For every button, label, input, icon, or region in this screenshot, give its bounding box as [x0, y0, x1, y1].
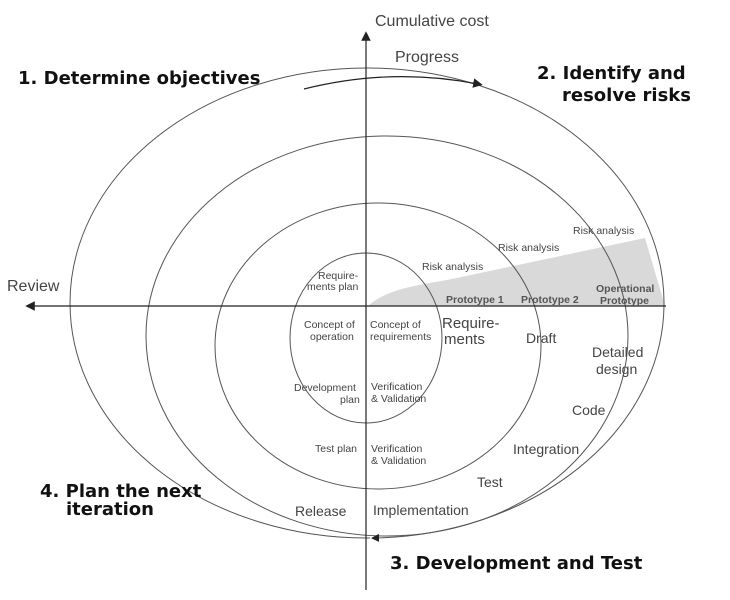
- verification-validation-2-line1: Verification: [371, 443, 423, 455]
- spiral-ring-4: [69, 67, 665, 542]
- quadrant-2-title-line2: resolve risks: [562, 85, 691, 106]
- concept-of-requirements-label-line1: Concept of: [370, 319, 421, 331]
- development-plan-label-line2: plan: [340, 394, 360, 406]
- review-label: Review: [7, 278, 60, 295]
- risk-analysis-label-3: Risk analysis: [573, 225, 634, 237]
- detailed-design-label-line2: design: [596, 361, 637, 377]
- cumulative-cost-label: Cumulative cost: [375, 13, 489, 30]
- requirements-label-line2: ments: [444, 331, 485, 348]
- integration-label: Integration: [513, 441, 579, 457]
- test-plan-label: Test plan: [315, 443, 357, 455]
- quadrant-3-title: 3. Development and Test: [390, 553, 643, 574]
- concept-of-operation-label-line2: operation: [310, 331, 354, 343]
- requirements-plan-label-line1: Require-: [318, 270, 359, 282]
- risk-analysis-label-2: Risk analysis: [498, 242, 559, 254]
- detailed-design-label-line1: Detailed: [592, 344, 643, 360]
- progress-arrow: [303, 75, 483, 90]
- progress-label: Progress: [395, 49, 459, 66]
- prototype-1-label: Prototype 1: [446, 294, 504, 306]
- risk-analysis-shaded-wedge: [368, 238, 665, 306]
- verification-validation-1-line2: & Validation: [371, 393, 426, 405]
- draft-label: Draft: [526, 330, 556, 346]
- concept-of-operation-label-line1: Concept of: [304, 319, 355, 331]
- spiral-ring-3: [145, 135, 629, 537]
- release-label: Release: [295, 503, 347, 519]
- verification-validation-1-line1: Verification: [371, 381, 423, 393]
- implementation-label: Implementation: [373, 502, 469, 518]
- quadrant-1-title: 1. Determine objectives: [18, 68, 260, 89]
- code-label: Code: [572, 402, 606, 418]
- quadrant-4-title-line2: iteration: [66, 499, 154, 520]
- operational-prototype-label-line2: Prototype: [600, 295, 649, 307]
- requirements-plan-label-line2: ments plan: [307, 281, 359, 293]
- test-label: Test: [477, 474, 503, 490]
- development-plan-label-line1: Development: [294, 382, 356, 394]
- prototype-2-label: Prototype 2: [521, 294, 579, 306]
- requirements-label-line1: Require-: [442, 315, 500, 332]
- verification-validation-2-line2: & Validation: [371, 455, 426, 467]
- operational-prototype-label-line1: Operational: [596, 283, 654, 295]
- quadrant-2-title-line1: 2. Identify and: [537, 63, 686, 84]
- risk-analysis-label-1: Risk analysis: [422, 261, 483, 273]
- spiral-ring-2: [214, 202, 542, 490]
- quadrant-4-title-line1: 4. Plan the next: [40, 481, 202, 502]
- concept-of-requirements-label-line2: requirements: [370, 331, 431, 343]
